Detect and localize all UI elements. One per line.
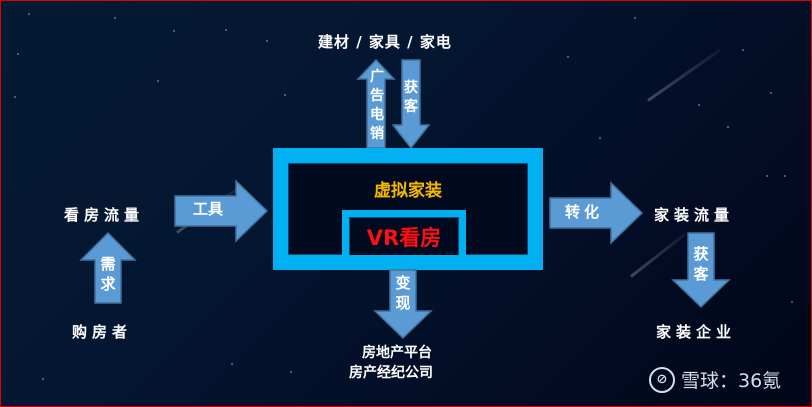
star-decoration [766,175,768,177]
arrow-label-tool: 工具 [192,200,223,218]
star-decoration [231,363,233,365]
arrow-down-icon [391,59,431,150]
star-decoration [698,104,700,106]
star-decoration [784,175,786,177]
star-decoration [599,137,601,139]
arrow-right-icon [174,179,269,243]
arrow-up-icon [79,231,137,304]
watermark-text: 雪球：36氪 [681,370,782,392]
star-decoration [284,94,286,96]
star-decoration [17,53,19,55]
star-decoration [727,126,729,128]
node-real-estate-agency: 房产经纪公司 [349,365,433,381]
node-decoration-traffic: 家装流量 [654,206,735,224]
arrow-label-ad-sales: 广告电销 [370,69,384,142]
star-decoration [266,40,268,42]
star-decoration [14,96,16,98]
arrow-down-icon [373,269,433,340]
node-viewing-traffic: 看房流量 [64,206,145,224]
star-decoration [770,92,772,94]
star-decoration [290,371,292,373]
star-decoration [567,56,569,58]
star-decoration [173,30,175,32]
star-decoration [157,80,159,82]
arrow-down-icon [671,232,731,309]
star-decoration [225,29,227,31]
arrow-label-convert: 转化 [564,203,603,221]
star-decoration [634,17,636,19]
watermark: ⊘ 雪球：36氪 [649,366,781,393]
node-real-estate-platform: 房地产平台 [362,345,432,361]
virtual-decoration-label: 虚拟家装 [374,181,442,201]
arrow-label-monetize: 变现 [395,274,411,312]
node-home-buyers: 购房者 [72,323,133,341]
star-decoration [114,17,116,19]
vr-viewing-label: VR看房 [366,225,442,250]
star-decoration [42,378,44,380]
vr-viewing-panel: VR看房 [349,217,459,255]
node-decoration-companies: 家装企业 [656,323,737,341]
star-decoration [791,301,793,303]
meteor-decoration [647,48,721,102]
arrow-label-demand: 需求 [100,255,116,293]
star-decoration [742,49,744,51]
arrow-label-acquire-right: 获客 [693,245,709,283]
arrow-label-acquire-top: 获客 [404,80,418,115]
node-building-materials: 建材 / 家具 / 家电 [318,33,452,51]
xueqiu-logo-icon: ⊘ [649,366,675,393]
star-decoration [28,13,30,15]
arrow-right-icon [549,181,644,245]
